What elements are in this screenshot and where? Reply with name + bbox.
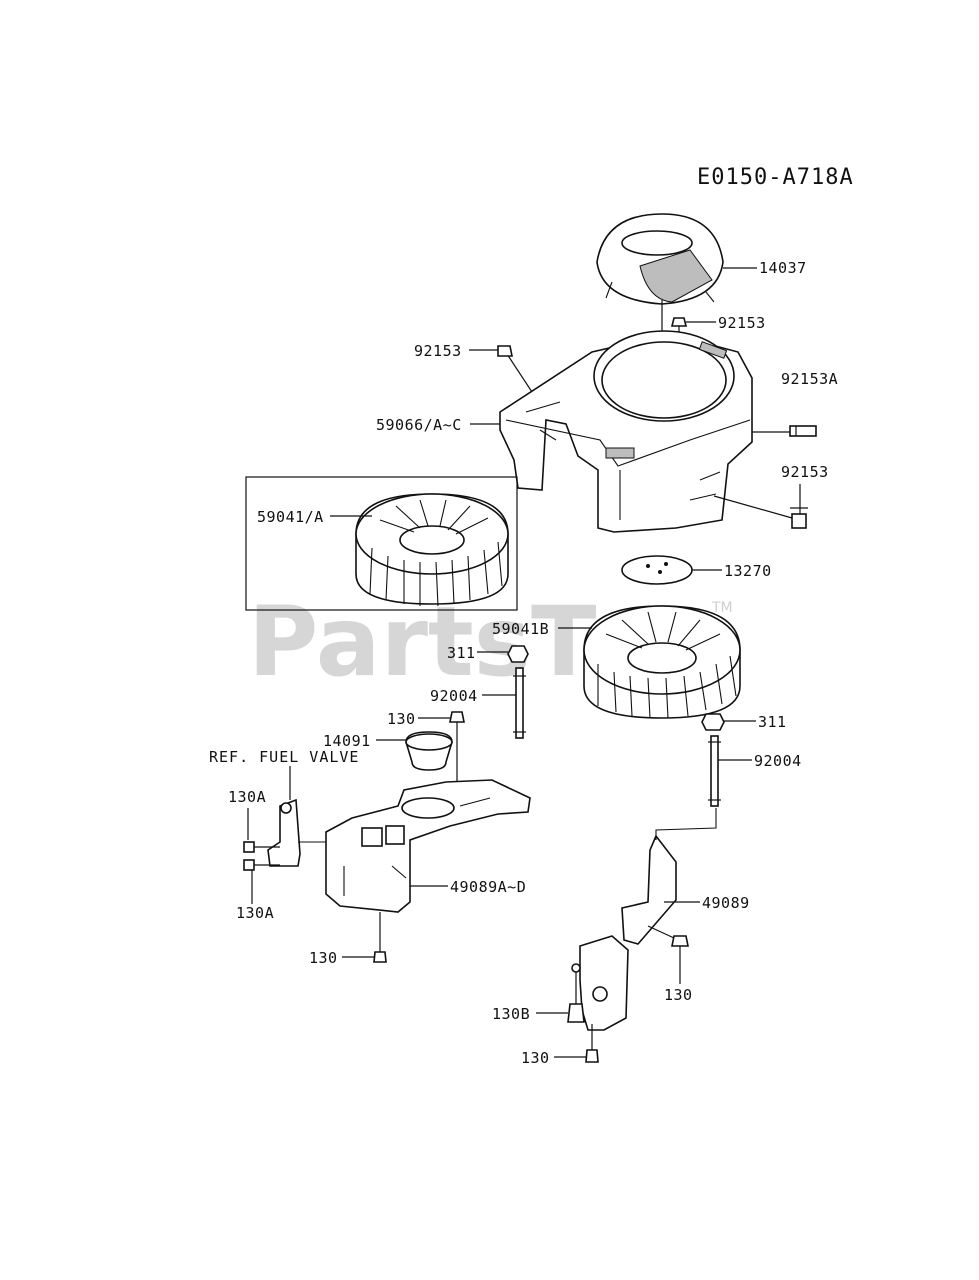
label-130A-top: 130A bbox=[228, 788, 266, 806]
blower-housing-59066[interactable] bbox=[499, 330, 753, 533]
bolt-130A-bottom[interactable] bbox=[243, 859, 280, 871]
label-130-top: 130 bbox=[387, 710, 416, 728]
label-130B: 130B bbox=[492, 1005, 530, 1023]
label-311-right: 311 bbox=[758, 713, 787, 731]
label-49089: 49089 bbox=[702, 894, 750, 912]
label-130A-bottom: 130A bbox=[236, 904, 274, 922]
bolt-130-right[interactable] bbox=[671, 935, 689, 984]
screw-92153-left[interactable] bbox=[497, 345, 513, 357]
bolt-92153A[interactable] bbox=[789, 425, 817, 437]
label-92153-right: 92153 bbox=[781, 463, 829, 481]
label-311-left: 311 bbox=[447, 644, 476, 662]
cooling-fan-59041B[interactable] bbox=[583, 605, 741, 719]
bolt-130A-top[interactable] bbox=[243, 841, 280, 853]
watermark-trademark: TM bbox=[711, 600, 733, 616]
bolt-92153-right[interactable] bbox=[790, 507, 808, 529]
label-92153-top: 92153 bbox=[718, 314, 766, 332]
shroud-49089A-D[interactable] bbox=[298, 779, 531, 913]
label-92153A: 92153A bbox=[781, 370, 838, 388]
bolt-130-left[interactable] bbox=[373, 912, 387, 963]
bolt-130-bottom[interactable] bbox=[585, 1024, 599, 1063]
stud-92004-left[interactable] bbox=[513, 667, 526, 739]
fuel-valve-bracket[interactable] bbox=[267, 798, 301, 867]
label-49089A-D: 49089A~D bbox=[450, 878, 526, 896]
reference-note-fuel-valve: REF. FUEL VALVE bbox=[209, 748, 359, 766]
cup-14091[interactable] bbox=[405, 731, 453, 771]
option-box-59041A bbox=[245, 476, 518, 611]
label-130-left: 130 bbox=[309, 949, 338, 967]
label-92004-left: 92004 bbox=[430, 687, 478, 705]
nut-311-right[interactable] bbox=[701, 713, 725, 731]
label-59041A: 59041/A bbox=[257, 508, 324, 526]
plate-13270[interactable] bbox=[621, 555, 693, 585]
label-13270: 13270 bbox=[724, 562, 772, 580]
label-59066: 59066/A~C bbox=[376, 416, 462, 434]
screen-cover-14037[interactable] bbox=[596, 213, 724, 305]
bracket-49089[interactable] bbox=[579, 808, 717, 1031]
cooling-fan-59041A[interactable] bbox=[355, 493, 509, 607]
stud-92004-right[interactable] bbox=[708, 735, 721, 807]
label-14037: 14037 bbox=[759, 259, 807, 277]
clip-130B[interactable] bbox=[567, 963, 585, 1023]
label-59041B: 59041B bbox=[492, 620, 549, 638]
label-92004-right: 92004 bbox=[754, 752, 802, 770]
label-130-bottom: 130 bbox=[521, 1049, 550, 1067]
label-14091: 14091 bbox=[323, 732, 371, 750]
label-130-right: 130 bbox=[664, 986, 693, 1004]
diagram-code: E0150-A718A bbox=[697, 165, 854, 190]
label-92153-left: 92153 bbox=[414, 342, 462, 360]
nut-311-left[interactable] bbox=[507, 645, 529, 663]
